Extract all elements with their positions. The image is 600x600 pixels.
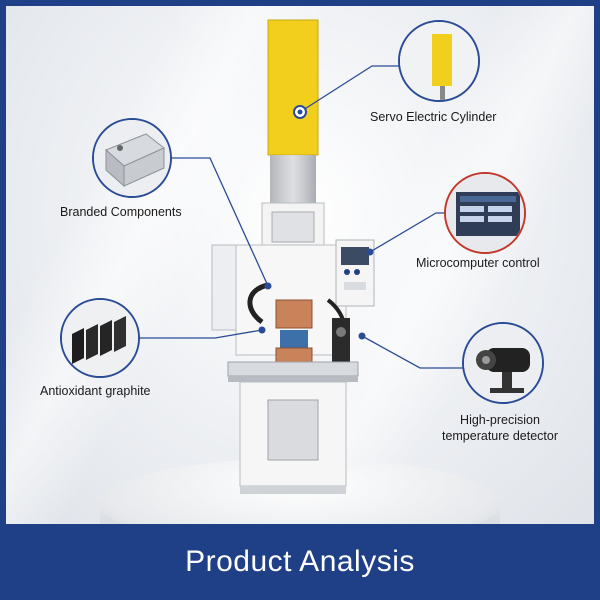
footer-title: Product Analysis bbox=[185, 545, 415, 578]
footer-banner: Product Analysis bbox=[0, 524, 600, 600]
graphite-blocks-icon bbox=[62, 300, 138, 376]
graphite-label: Antioxidant graphite bbox=[40, 384, 151, 398]
micro-callout-circle bbox=[444, 172, 526, 254]
servo-label: Servo Electric Cylinder bbox=[370, 110, 497, 124]
graphite-callout-circle bbox=[60, 298, 140, 378]
temp-label-line2: temperature detector bbox=[441, 429, 559, 443]
pneumatic-cylinder-icon bbox=[94, 120, 170, 196]
temp-label-line1: High-precision bbox=[460, 413, 540, 427]
touchscreen-controller-icon bbox=[446, 174, 524, 252]
servo-cylinder-icon bbox=[400, 22, 478, 100]
branded-label: Branded Components bbox=[60, 205, 182, 219]
temp-label: High-precision temperature detector bbox=[420, 412, 580, 444]
micro-label: Microcomputer control bbox=[416, 256, 540, 270]
branded-callout-circle bbox=[92, 118, 172, 198]
temperature-sensor-icon bbox=[464, 324, 542, 402]
temp-callout-circle bbox=[462, 322, 544, 404]
servo-callout-circle bbox=[398, 20, 480, 102]
